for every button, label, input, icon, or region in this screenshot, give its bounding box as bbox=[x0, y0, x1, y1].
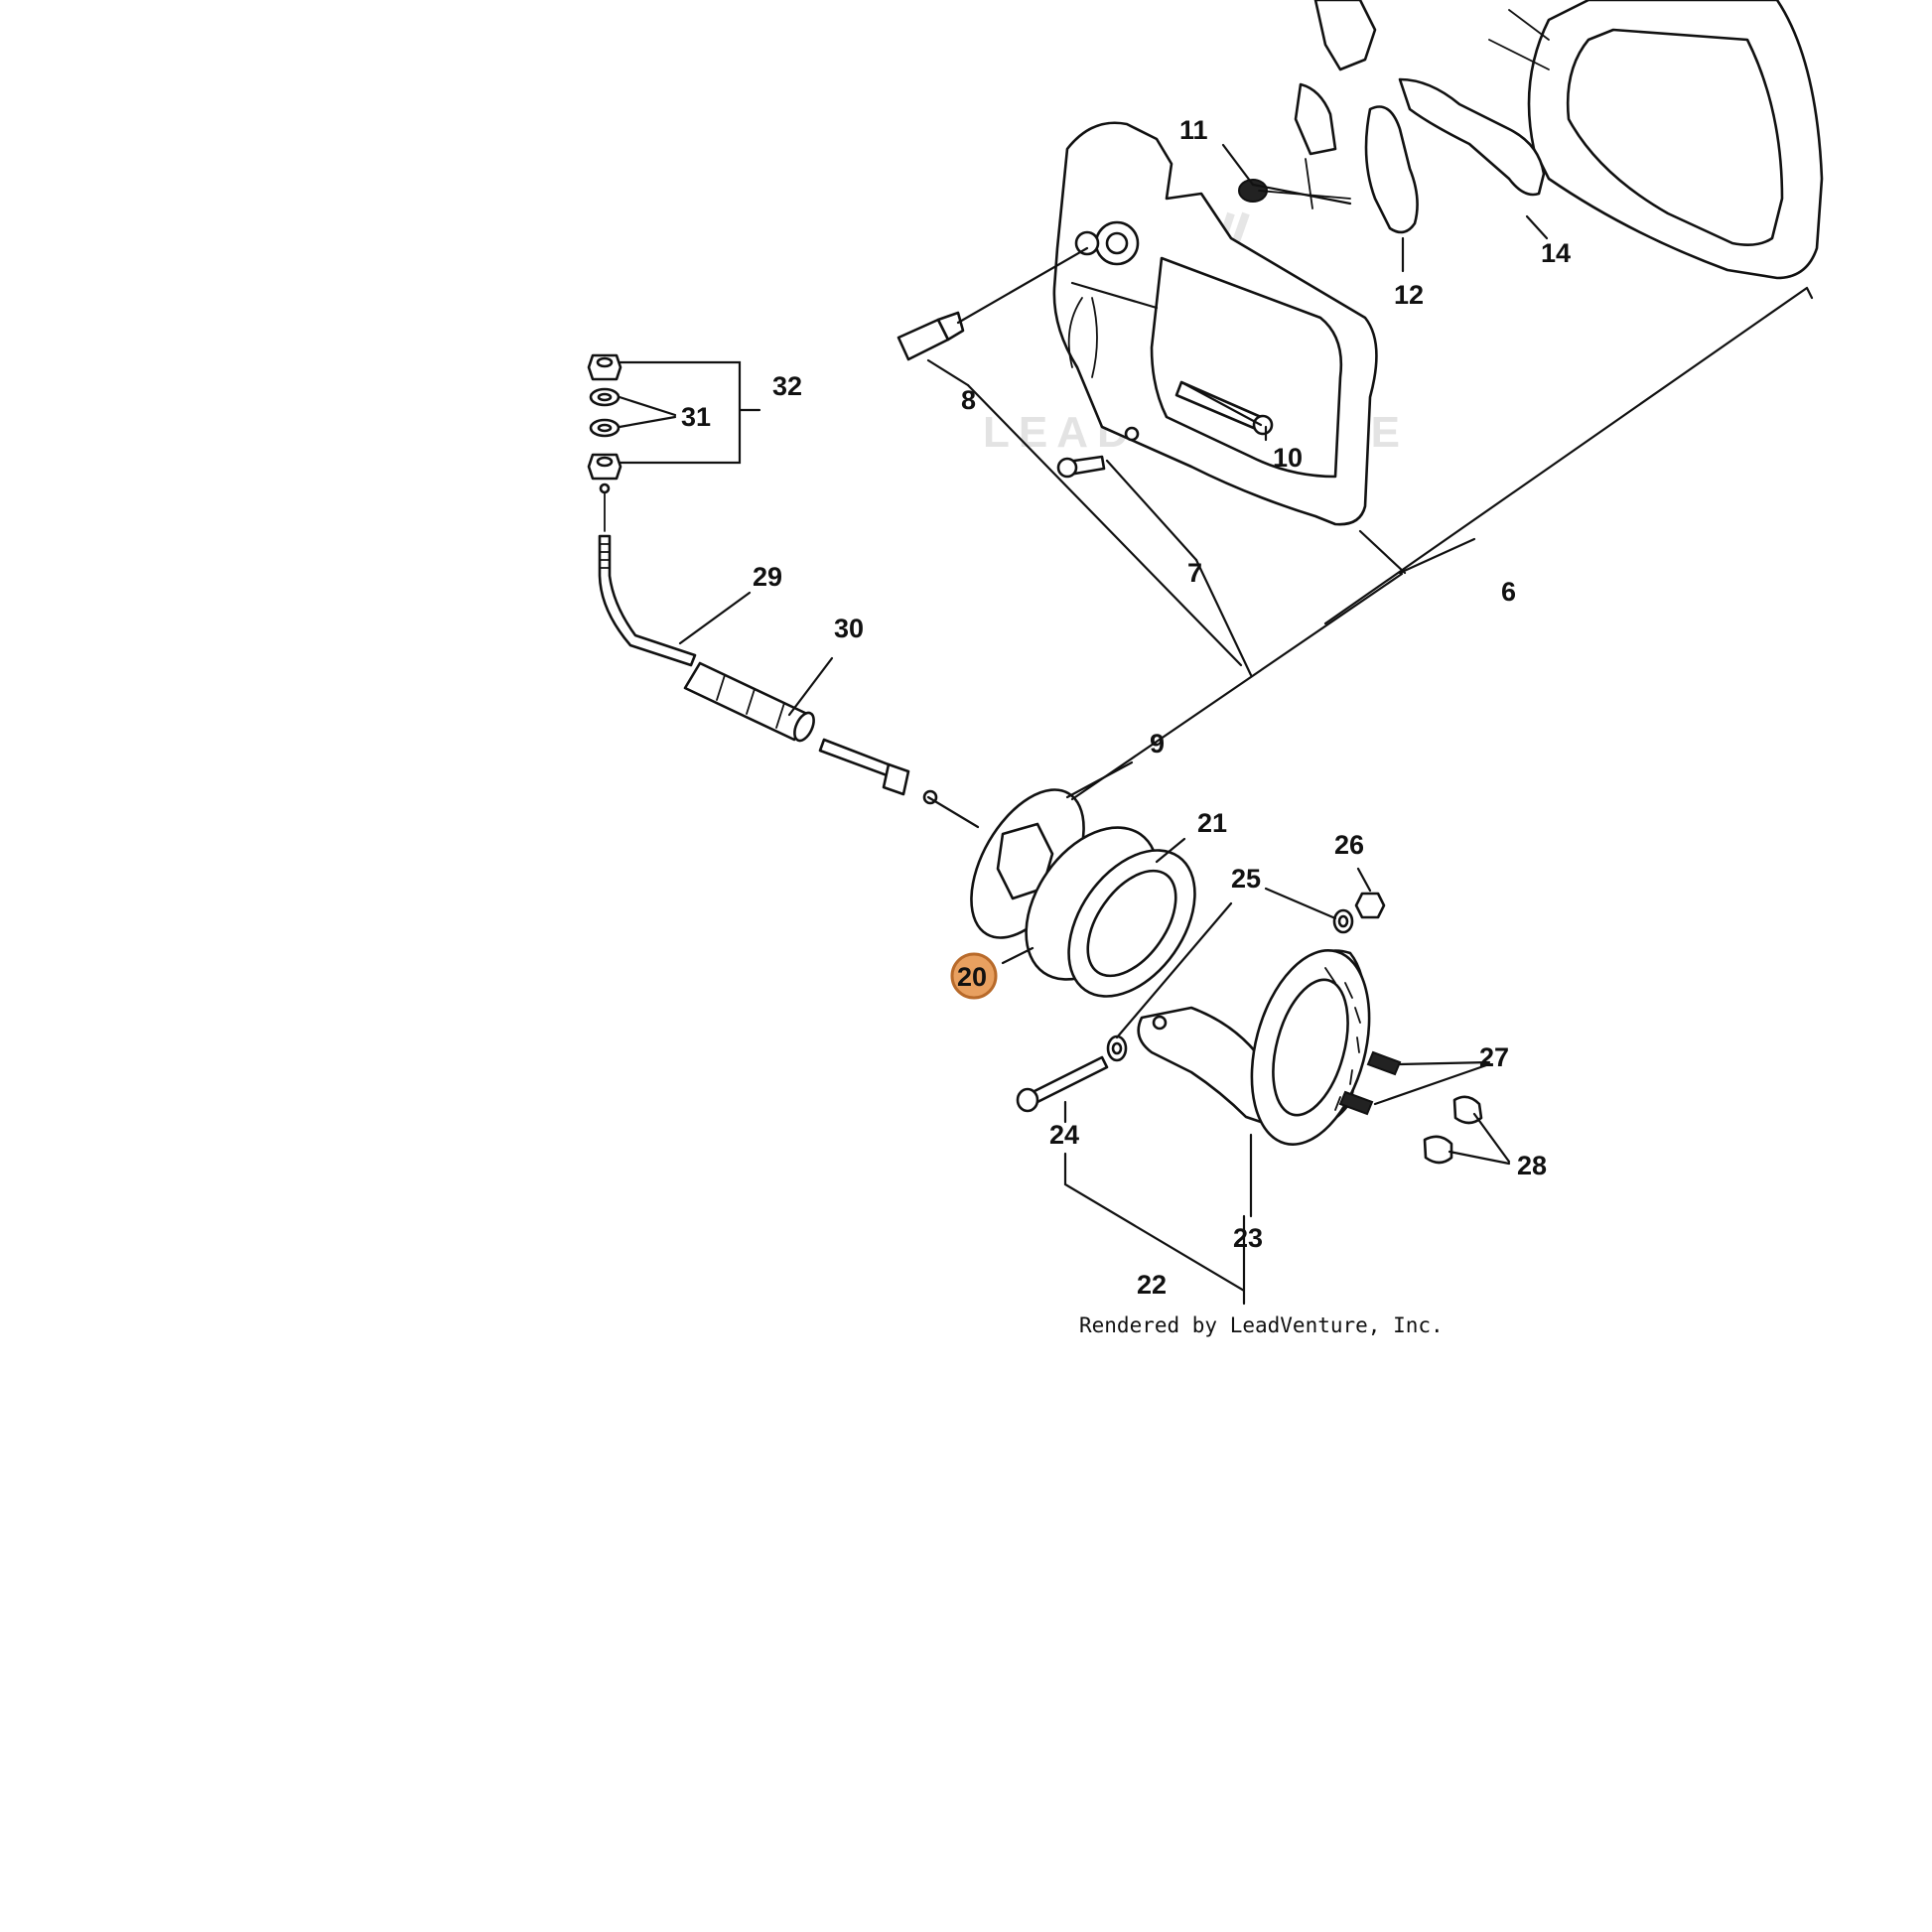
callout-6[interactable]: 6 bbox=[1501, 577, 1516, 607]
callout-7[interactable]: 7 bbox=[1187, 558, 1202, 588]
callout-25[interactable]: 25 bbox=[1231, 864, 1261, 894]
callout-20[interactable]: 20 bbox=[957, 962, 987, 992]
callout-29[interactable]: 29 bbox=[753, 562, 782, 592]
callout-14[interactable]: 14 bbox=[1541, 238, 1571, 268]
callout-24[interactable]: 24 bbox=[1049, 1120, 1079, 1150]
upper-bracket-part[interactable] bbox=[1313, 0, 1377, 71]
callout-11[interactable]: 11 bbox=[1179, 115, 1208, 145]
callouts: 11 12 14 8 10 32 31 7 6 29 30 9 21 26 25… bbox=[681, 115, 1571, 1300]
callout-12[interactable]: 12 bbox=[1394, 280, 1424, 310]
damper-28-lower-part[interactable] bbox=[1423, 1135, 1453, 1165]
callout-8[interactable]: 8 bbox=[961, 385, 976, 415]
screw-8-part[interactable] bbox=[897, 311, 965, 361]
callout-32[interactable]: 31 bbox=[681, 402, 711, 432]
ring-part[interactable] bbox=[999, 803, 1220, 1020]
render-credit: Rendered by LeadVenture, Inc. bbox=[1079, 1313, 1444, 1337]
callout-23[interactable]: 23 bbox=[1233, 1223, 1263, 1253]
callout-22[interactable]: 22 bbox=[1137, 1270, 1167, 1300]
leader-lines bbox=[618, 143, 1814, 1306]
screw-10-part[interactable] bbox=[1174, 380, 1274, 436]
callout-27[interactable]: 27 bbox=[1479, 1042, 1509, 1072]
callout-20-highlight[interactable] bbox=[950, 952, 998, 1000]
spring-27-upper-part[interactable] bbox=[1366, 1050, 1402, 1076]
long-screw-part[interactable] bbox=[1016, 1055, 1109, 1113]
small-washer-left-part[interactable] bbox=[1106, 1035, 1128, 1062]
interlock-lever-part[interactable] bbox=[1398, 77, 1546, 197]
nut-bottom-part[interactable] bbox=[587, 453, 622, 481]
callout-31[interactable]: 32 bbox=[772, 371, 802, 401]
spring-27-lower-part[interactable] bbox=[1338, 1090, 1374, 1116]
damper-28-upper-part[interactable] bbox=[1452, 1095, 1483, 1125]
washer-bottom-part[interactable] bbox=[589, 418, 621, 438]
callout-26[interactable]: 26 bbox=[1334, 830, 1364, 860]
nut-top-part[interactable] bbox=[587, 353, 622, 381]
callout-21[interactable]: 21 bbox=[1197, 808, 1227, 838]
small-washer-right-part[interactable] bbox=[1332, 908, 1354, 934]
callout-9[interactable]: 9 bbox=[1150, 729, 1165, 759]
throttle-trigger-part[interactable] bbox=[1294, 82, 1419, 234]
sleeve-part[interactable] bbox=[683, 661, 818, 744]
catcher-housing-part[interactable] bbox=[1137, 937, 1389, 1158]
screw-7-part[interactable] bbox=[1056, 455, 1106, 479]
nut-26-part[interactable] bbox=[1354, 892, 1386, 919]
callout-30[interactable]: 30 bbox=[834, 614, 864, 643]
callout-10[interactable]: 10 bbox=[1273, 443, 1303, 473]
adjusting-rod-part[interactable] bbox=[598, 483, 697, 667]
washer-top-part[interactable] bbox=[589, 387, 621, 407]
adjusting-screw-part[interactable] bbox=[818, 738, 938, 805]
housing-cover-part[interactable] bbox=[1052, 121, 1378, 526]
callout-28[interactable]: 28 bbox=[1517, 1151, 1547, 1180]
handle-frame-part[interactable] bbox=[1488, 0, 1824, 280]
